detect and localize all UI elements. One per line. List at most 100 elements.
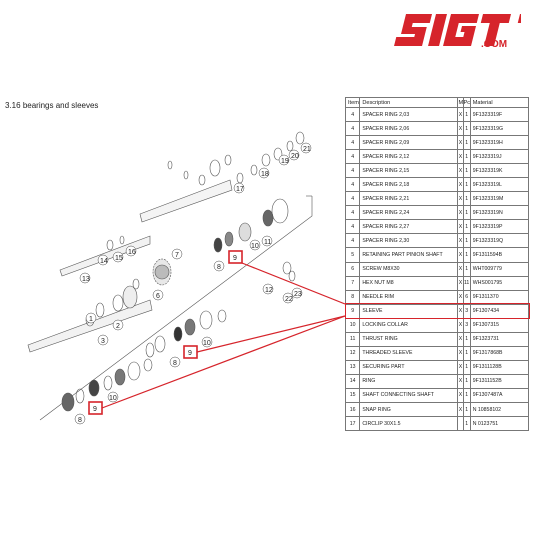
cell-pc: 1: [462, 247, 471, 263]
cell-item-no: 4: [344, 233, 361, 249]
callout-6[interactable]: 6: [152, 289, 164, 301]
callout-9-highlight-c[interactable]: 9: [88, 401, 103, 415]
cell-item-no: 4: [344, 121, 361, 137]
cell-pc: 1: [462, 121, 471, 137]
cell-material: 9F1307434: [469, 303, 530, 319]
cell-material: 9F1323319L: [469, 177, 530, 193]
callout-9-highlight-b[interactable]: 9: [183, 345, 198, 359]
callout-9-highlight-a[interactable]: 9: [228, 250, 243, 264]
callout-10b[interactable]: 10: [201, 336, 213, 348]
callout-21[interactable]: 19: [278, 154, 290, 166]
svg-text:3: 3: [101, 338, 105, 345]
callout-1[interactable]: 1: [85, 312, 97, 324]
callout-16[interactable]: 14: [97, 254, 109, 266]
svg-text:15: 15: [115, 255, 123, 262]
callout-22[interactable]: 20: [288, 149, 300, 161]
header-description: Description: [359, 97, 459, 108]
svg-text:8: 8: [78, 417, 82, 424]
callout-10a[interactable]: 10: [249, 239, 261, 251]
svg-text:11: 11: [264, 239, 271, 246]
middle-shaft-assembly: [27, 285, 227, 358]
brand-logo[interactable]: [386, 6, 521, 60]
assembly-guide-line: [39, 196, 313, 421]
svg-text:12: 12: [265, 287, 273, 294]
svg-text:20: 20: [291, 153, 299, 160]
cell-material: 9F1323319M: [469, 191, 530, 207]
cell-description: SPACER RING 2,03: [359, 106, 459, 123]
cell-material: 9F1307487A: [469, 387, 530, 403]
svg-text:9: 9: [188, 350, 192, 357]
cell-pc: 1: [462, 401, 471, 418]
cell-item-no: 12: [344, 345, 361, 361]
upper-shaft-assembly: [59, 131, 305, 290]
cell-pc: 1: [462, 345, 471, 361]
cell-pc: 3: [462, 317, 471, 333]
cell-description: NEEDLE RIM: [359, 289, 459, 305]
callout-20[interactable]: 18: [258, 167, 270, 179]
callout-19[interactable]: 17: [233, 182, 245, 194]
callout-2[interactable]: 2: [112, 319, 124, 331]
cell-material: 9F1323319G: [469, 121, 530, 137]
svg-text:1: 1: [89, 316, 93, 323]
callout-13[interactable]: 22: [282, 292, 294, 304]
svg-text:17: 17: [236, 186, 244, 193]
callout-8a[interactable]: 8: [213, 260, 225, 272]
cell-pc: 6: [462, 289, 471, 305]
cell-pc: 1: [462, 149, 471, 165]
callout-7[interactable]: 7: [171, 248, 183, 260]
svg-text:14: 14: [100, 258, 108, 265]
cell-pc: 1: [462, 373, 471, 389]
cell-material: 9F1307315: [469, 317, 530, 333]
callout-3[interactable]: 3: [97, 334, 109, 346]
cell-item-no: 5: [344, 247, 361, 263]
callout-12[interactable]: 12: [262, 283, 274, 295]
callout-10c[interactable]: 10: [107, 391, 119, 403]
cell-material: WHS001795: [469, 275, 530, 291]
cell-material: 9F1311370: [469, 289, 530, 305]
callout-8c[interactable]: 8: [74, 413, 86, 425]
cell-item-no: 4: [344, 135, 361, 151]
cell-description: SPACER RING 2,15: [359, 163, 459, 179]
section-title-text: bearings and sleeves: [22, 101, 99, 110]
callout-17[interactable]: 15: [112, 251, 124, 263]
cell-item-no: 8: [344, 289, 361, 305]
callout-8b[interactable]: 8: [169, 356, 181, 368]
cell-pc: 1: [462, 233, 471, 249]
cell-item-no: 7: [344, 275, 361, 291]
cell-pc: 1: [462, 135, 471, 151]
callout-11[interactable]: 11: [261, 235, 273, 247]
callout-14[interactable]: 23: [291, 287, 303, 299]
cell-description: SPACER RING 2,30: [359, 233, 459, 249]
callout-18[interactable]: 16: [125, 245, 137, 257]
cell-material: 9F1311128B: [469, 359, 530, 375]
callout-23[interactable]: 21: [300, 142, 312, 154]
cell-item-no: 4: [344, 106, 361, 123]
callout-15[interactable]: 13: [79, 272, 91, 284]
cell-item-no: 16: [344, 401, 361, 418]
cell-material: 9F1323319N: [469, 205, 530, 221]
